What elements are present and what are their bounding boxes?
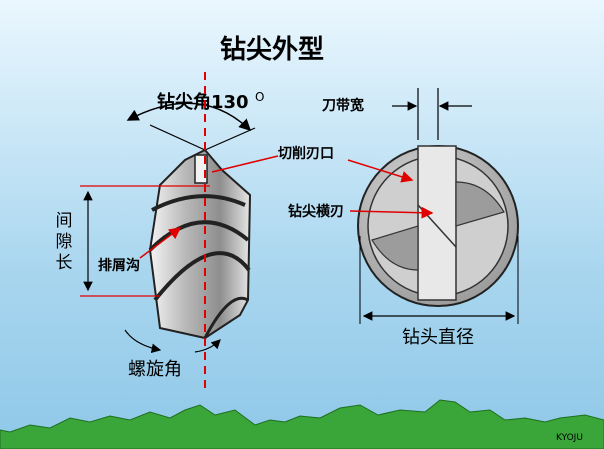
drill-flute-2 [148, 220, 250, 252]
point-angle-line-left [149, 124, 206, 151]
flute-section-right [455, 181, 505, 227]
clearance-label-2: 隙 [56, 232, 73, 252]
degree-mark: O [255, 90, 264, 104]
land-width-label: 刀带宽 [322, 97, 364, 114]
flute-arrow [139, 227, 182, 259]
point-angle-label: 钻尖角130 [157, 91, 249, 113]
drill-flute-3 [153, 251, 251, 302]
kyoju-logo: KYOJU [556, 433, 583, 443]
flute-section-left [371, 225, 419, 271]
flute-label: 排屑沟 [98, 257, 140, 274]
point-angle-arc [126, 102, 252, 132]
point-angle-line-right [204, 127, 256, 151]
helix-angle-label: 螺旋角 [128, 359, 182, 380]
page-title: 钻尖外型 [220, 35, 324, 65]
drill-diameter-label: 钻头直径 [402, 327, 474, 348]
helix-arc-right [194, 339, 221, 353]
web-section [417, 145, 457, 301]
cutting-edge-label: 切削刃口 [278, 145, 334, 162]
drill-flute-4 [203, 296, 249, 339]
helix-arc-left [124, 329, 162, 354]
clearance-label-1: 间 [56, 211, 73, 231]
chisel-edge-arrow [349, 206, 434, 219]
cutting-edge-arrow [347, 159, 414, 183]
clearance-label-3: 长 [56, 253, 73, 273]
drill-flute-1 [151, 194, 246, 212]
cutting-edge-leader-left [211, 155, 279, 173]
chisel-edge-label: 钻尖横刃 [288, 203, 344, 220]
ground-hills [0, 399, 604, 449]
